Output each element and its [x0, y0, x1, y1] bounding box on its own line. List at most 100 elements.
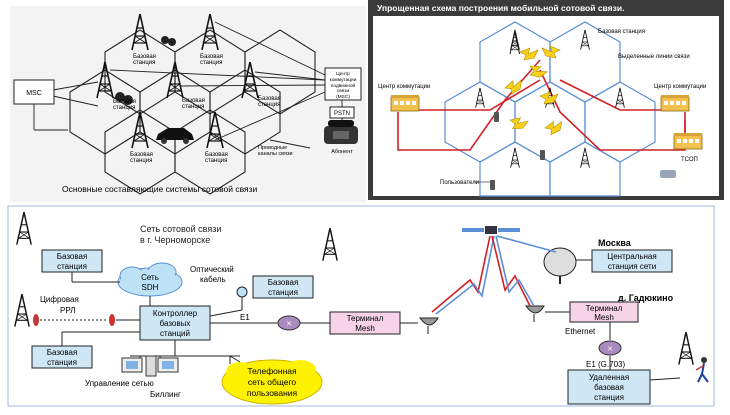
- panel-mobile-network-scheme: Упрощенная схема построения мобильной со…: [368, 0, 724, 200]
- bs-label-2b: станция: [200, 60, 222, 66]
- panel-cellular-components: MSC Центр коммутации подвижной связи (MS…: [10, 6, 366, 202]
- pstn-label: PSTN: [334, 111, 350, 117]
- bs-c-2: станция: [268, 288, 298, 297]
- switching-center-box: [324, 67, 362, 101]
- moscow-label: Москва: [598, 238, 632, 248]
- panel1-background: [10, 6, 366, 202]
- panel1-caption: Основные составляющие системы сотовой св…: [62, 184, 258, 194]
- pstn-label-2: сеть общего: [248, 377, 297, 387]
- mesh-right-2: Mesh: [594, 313, 614, 322]
- remote-2: базовая: [594, 383, 624, 392]
- mobile-phone-icons: [490, 112, 676, 190]
- rrl-label-1: Цифровая: [40, 295, 79, 304]
- optical-coupler-icon: [236, 286, 248, 298]
- pstn-cloud: [221, 359, 323, 405]
- bsc-label-2: базовых: [160, 319, 191, 328]
- network-title-2: в г. Черноморске: [140, 235, 210, 245]
- mesh-terminal-box-left: [329, 311, 401, 335]
- e1-label: E1: [240, 313, 250, 322]
- gadyukino-label: д. Гадюкино: [618, 293, 674, 303]
- panel2-switch-right-label: Центр коммутации: [654, 84, 706, 90]
- central-1: Центральная: [607, 252, 656, 261]
- panel2-hex-grid: [444, 21, 656, 197]
- pstn-label-1: Телефонная: [247, 366, 297, 376]
- ethernet-label: Ethernet: [565, 327, 596, 336]
- panel1-wired-links: [33, 21, 343, 149]
- bs-label-3a: Базовая: [113, 99, 136, 105]
- person-icon: [695, 357, 709, 383]
- panel2-leased-label: Выделенные линии связи: [618, 54, 690, 60]
- bs-bl-1: Базовая: [47, 348, 78, 357]
- bs-bl-2: станция: [47, 358, 77, 367]
- satellite-beams: [431, 235, 557, 315]
- people-icon: [115, 36, 176, 105]
- pstn-building-icon: [673, 132, 703, 150]
- dish-antenna-icon: [419, 317, 439, 334]
- satellite-icon: [462, 226, 520, 234]
- mgmt-label: Управление сетью: [85, 379, 154, 388]
- mesh-left-1: Терминал: [347, 314, 384, 323]
- optical-label-2: кабель: [200, 275, 226, 284]
- big-dish-antenna-icon: [543, 247, 577, 284]
- router-icon: ✕: [277, 315, 301, 331]
- center-label-2: коммутации: [330, 78, 357, 83]
- center-label-5: (MSC): [336, 94, 350, 100]
- center-label-4: связи: [337, 89, 350, 94]
- computer-icons: [121, 355, 179, 377]
- pstn-box: [329, 106, 355, 119]
- svg-text:✕: ✕: [286, 321, 292, 328]
- center-label-3: подвижной: [331, 82, 356, 89]
- mesh-terminal-box-right: [569, 301, 639, 323]
- bs-c-1: Базовая: [268, 278, 299, 287]
- remote-1: Удаленная: [589, 373, 629, 382]
- car-icon: [156, 128, 194, 144]
- bs-label-4a: Базовая: [182, 98, 205, 104]
- central-station-box: [591, 249, 673, 273]
- e1-g703-label: E1 (G.703): [586, 360, 625, 369]
- bs-label-6b: станция: [130, 158, 152, 164]
- bsc-label-1: Контроллер: [153, 309, 198, 318]
- panel2-users-label: Пользователи: [440, 180, 479, 186]
- rrl-label-2: РРЛ: [60, 306, 75, 315]
- rrl-antenna-icons: [33, 314, 115, 326]
- bs-label-7a: Базовая: [205, 152, 228, 158]
- panel2-switch-left-label: Центр коммутации: [378, 84, 430, 90]
- center-label-1: Центр: [336, 71, 350, 77]
- bs-label-5b: станция: [258, 102, 280, 108]
- panel2-pstn-label: ТСОП: [681, 157, 698, 163]
- svg-text:✕: ✕: [607, 346, 613, 353]
- dish-antenna-icon: [525, 305, 545, 322]
- panel1-hex-grid: [69, 29, 316, 195]
- network-title-1: Сеть сотовой связи: [140, 224, 221, 234]
- bs-box-center: [252, 275, 314, 299]
- bs-label-7b: станция: [205, 158, 227, 164]
- sdh-label-1: Сеть: [141, 273, 159, 282]
- bs-label-6a: Базовая: [130, 152, 153, 158]
- sdh-label-2: SDH: [142, 283, 159, 292]
- wired-label-2: каналы связи: [258, 151, 293, 157]
- wired-label-1: Проводные: [258, 145, 287, 151]
- msc-box: [13, 79, 55, 105]
- panel2-title: Упрощенная схема построения мобильной со…: [377, 3, 624, 13]
- panel2-bs-label: Базовая станция: [598, 29, 645, 35]
- bs-label-1b: станция: [133, 60, 155, 66]
- bs-label-3b: станция: [113, 105, 135, 111]
- msc-label: MSC: [26, 90, 42, 97]
- mesh-right-1: Терминал: [586, 304, 623, 313]
- bs-label-1a: Базовая: [133, 54, 156, 60]
- sdh-cloud: [117, 262, 183, 297]
- optical-label-1: Оптический: [190, 265, 234, 274]
- bs-tl-2: станция: [57, 262, 87, 271]
- bs-label-4b: станция: [182, 104, 204, 110]
- bsc-label-3: станций: [160, 329, 190, 338]
- switch-center-left-icon: [390, 94, 420, 112]
- pstn-label-3: пользования: [247, 388, 298, 398]
- telephone-icon: [324, 120, 358, 144]
- subscriber-label: Абонент: [331, 149, 353, 155]
- bs-label-2a: Базовая: [200, 54, 223, 60]
- switch-center-right-icon: [660, 94, 690, 112]
- mesh-left-2: Mesh: [355, 324, 375, 333]
- remote-3: станция: [594, 393, 624, 402]
- bs-label-5a: Базовая: [258, 96, 281, 102]
